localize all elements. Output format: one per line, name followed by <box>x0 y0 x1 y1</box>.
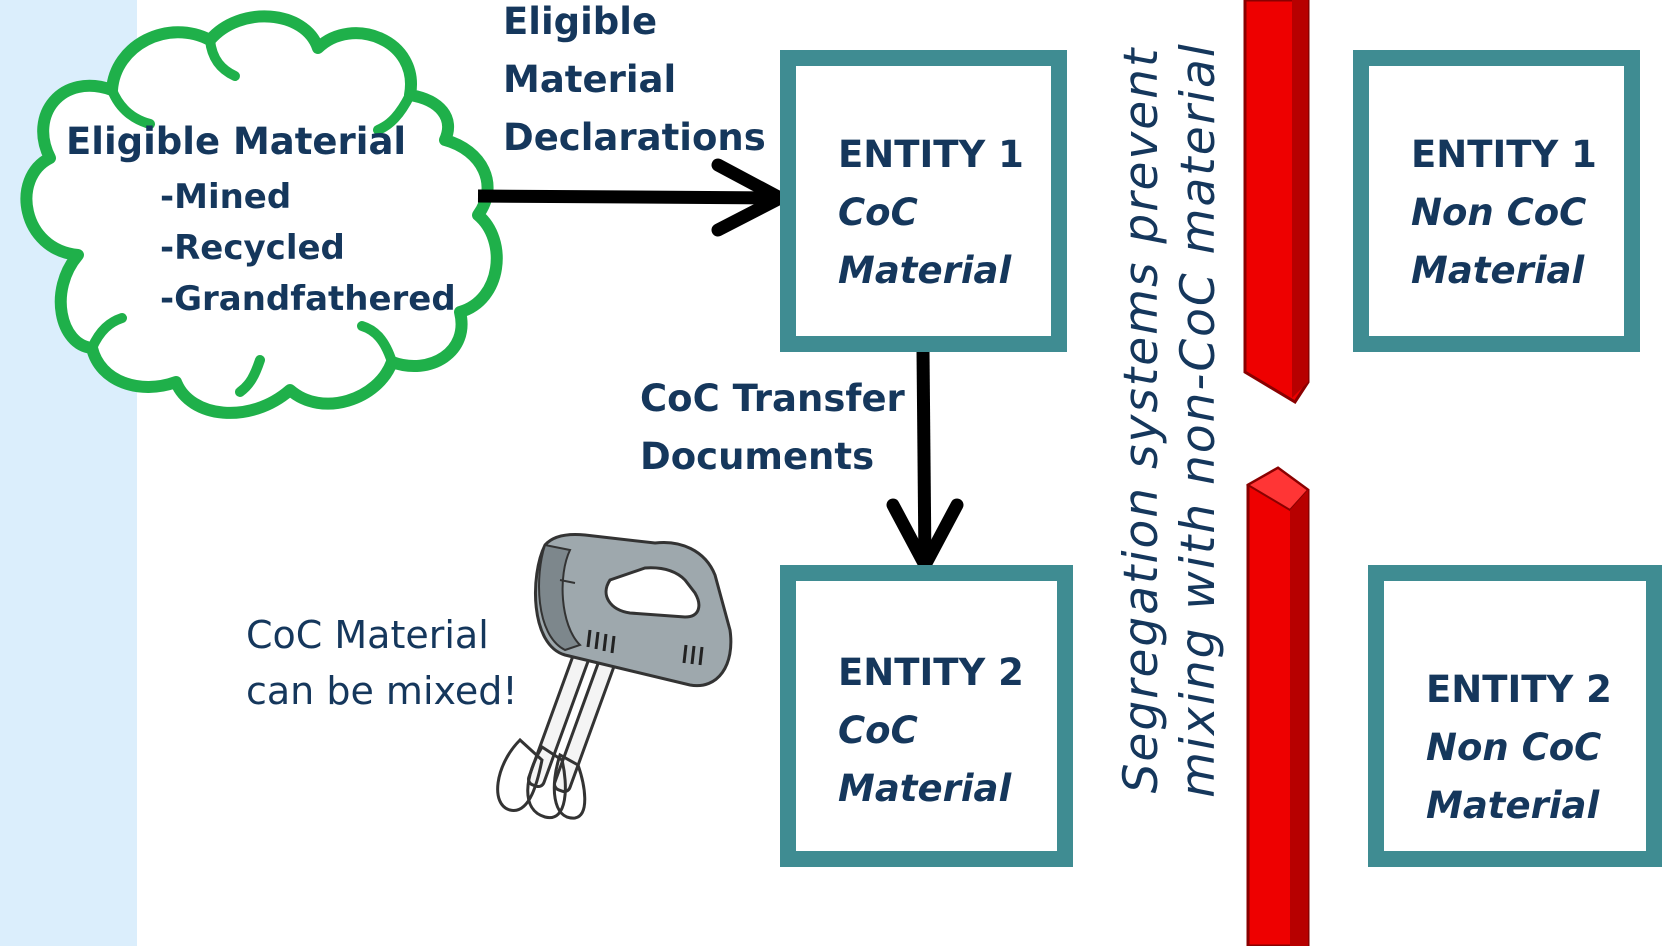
cloud-shape <box>20 10 503 419</box>
entity-title: ENTITY 1 <box>838 133 1024 176</box>
red-barrier-bottom <box>1246 466 1310 946</box>
cloud-item-mined: -Mined <box>160 172 291 223</box>
red-barrier-top <box>1243 0 1310 405</box>
mixer-note-line-2: can be mixed! <box>246 669 518 713</box>
cloud-item-recycled: -Recycled <box>160 223 345 274</box>
entity-material: Material <box>838 767 1012 810</box>
entity-title: ENTITY 1 <box>1411 133 1597 176</box>
cloud-item-label: -Recycled <box>160 228 345 268</box>
entity-material: Material <box>1426 784 1600 827</box>
declarations-label: Eligible Material Declarations <box>503 0 766 167</box>
entity-title: ENTITY 2 <box>838 651 1024 694</box>
segregation-note: Segregation systems prevent mixing with … <box>1113 20 1243 820</box>
entity-type: CoC <box>838 191 918 234</box>
entity-material: Material <box>1411 249 1585 292</box>
declarations-line-3: Declarations <box>503 116 766 159</box>
transfer-label: CoC Transfer Documents <box>640 370 905 486</box>
cloud-title: Eligible Material <box>66 120 407 163</box>
mixer-note-line-1: CoC Material <box>246 613 489 657</box>
entity-title: ENTITY 2 <box>1426 668 1612 711</box>
transfer-line-1: CoC Transfer <box>640 377 905 420</box>
entity-material: Material <box>838 249 1012 292</box>
entity-type: Non CoC <box>1411 191 1587 234</box>
declarations-line-2: Material <box>503 58 677 101</box>
entity-2-coc-box: ENTITY 2 CoC Material <box>780 565 1073 867</box>
segregation-line-1: Segregation systems prevent <box>1114 46 1169 794</box>
cloud-item-grandfathered: -Grandfathered <box>160 274 456 325</box>
entity-2-non-coc-box: ENTITY 2 Non CoC Material <box>1368 565 1662 867</box>
mixer-note: CoC Material can be mixed! <box>246 607 518 719</box>
cloud-item-label: -Grandfathered <box>160 279 456 319</box>
entity-1-coc-box: ENTITY 1 CoC Material <box>780 50 1067 352</box>
entity-type: Non CoC <box>1426 726 1602 769</box>
segregation-line-2: mixing with non-CoC material <box>1171 42 1226 798</box>
declarations-line-1: Eligible <box>503 0 658 43</box>
entity-1-non-coc-box: ENTITY 1 Non CoC Material <box>1353 50 1640 352</box>
cloud-item-label: -Mined <box>160 177 292 217</box>
entity-type: CoC <box>838 709 918 752</box>
declaration-arrow <box>477 158 795 237</box>
hand-mixer-icon <box>496 533 733 820</box>
transfer-line-2: Documents <box>640 435 875 478</box>
